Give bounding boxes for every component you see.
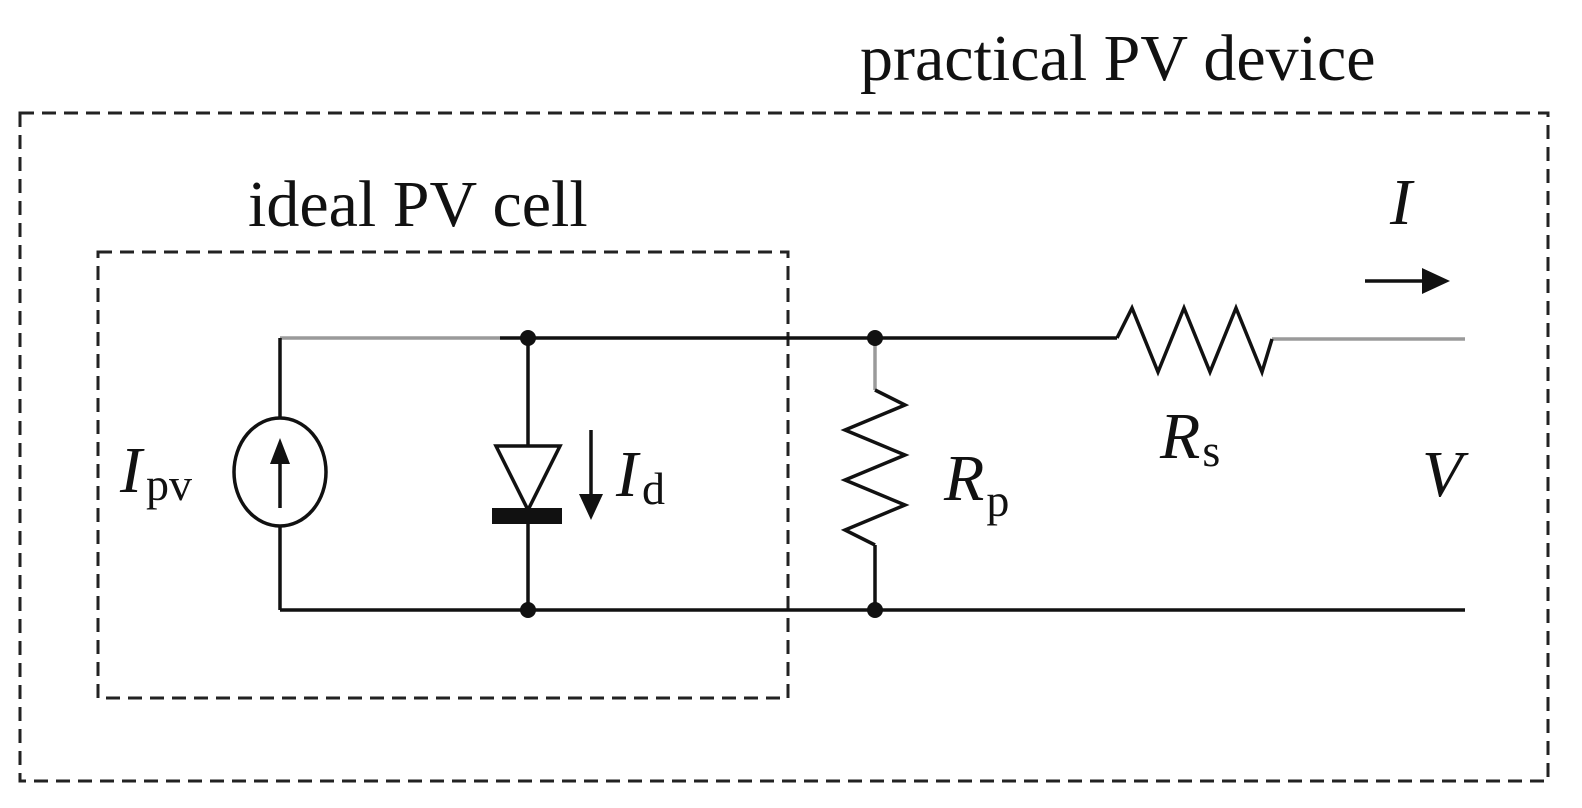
junction-dot-top-rp xyxy=(867,330,883,346)
source-arrow-head xyxy=(270,438,290,464)
current-source-circle xyxy=(232,416,328,528)
diode-triangle xyxy=(493,444,563,514)
output-arrow-head xyxy=(1422,268,1450,294)
ideal-cell-boundary xyxy=(96,250,790,700)
practical-device-boundary xyxy=(18,111,1550,783)
series-resistor-label: Rs xyxy=(1159,400,1220,476)
ideal-cell-label: ideal PV cell xyxy=(248,168,588,241)
series-resistor xyxy=(1115,303,1274,378)
diode-current-arrow xyxy=(579,430,603,520)
junction-dot-top-diode xyxy=(520,330,536,346)
diode-cathode-bar xyxy=(492,508,562,524)
output-voltage-label: V xyxy=(1422,438,1469,511)
output-current-arrow xyxy=(1365,268,1450,294)
junction-dot-bottom-diode xyxy=(520,602,536,618)
current-source-label: Ipv xyxy=(119,434,192,510)
junction-dot-bottom-rp xyxy=(867,602,883,618)
current-source-symbol xyxy=(232,416,328,528)
parallel-resistor-label: Rp xyxy=(943,442,1009,526)
parallel-resistor xyxy=(840,338,910,610)
output-current-label: I xyxy=(1389,166,1415,239)
diode-symbol xyxy=(492,444,563,524)
rp-zigzag xyxy=(840,388,910,547)
practical-device-label: practical PV device xyxy=(860,22,1376,95)
diode-current-arrow-head xyxy=(579,494,603,520)
diode-current-label: Id xyxy=(615,438,665,514)
